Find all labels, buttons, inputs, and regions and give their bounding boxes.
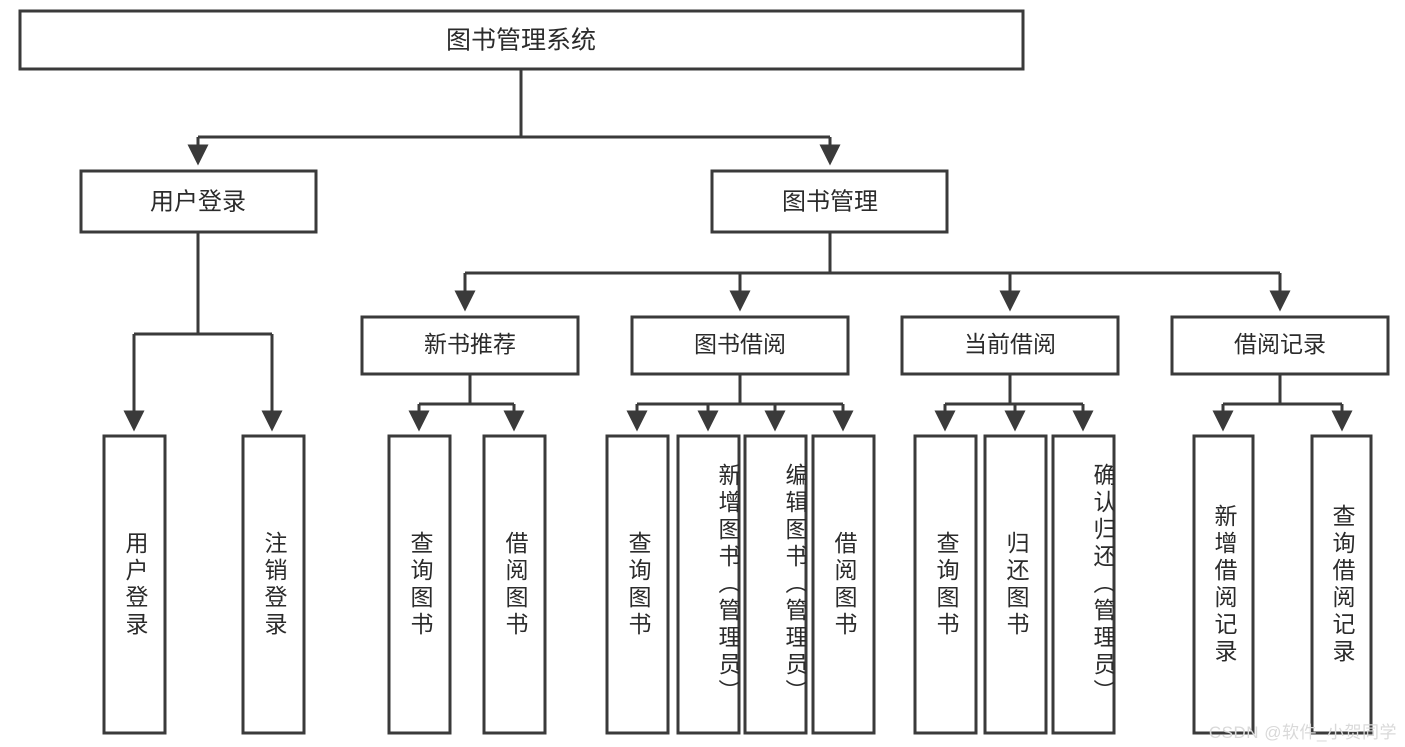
leaf-borrow-record-2-box[interactable] [1310,434,1373,735]
node-current-borrow-box[interactable] [900,315,1120,376]
leaf-user-login-2-label: 注销登录 [261,530,287,639]
leaf-current-borrow-2-label: 归还图书 [1003,530,1029,639]
node-borrow-record[interactable]: 借阅记录 [1170,315,1390,376]
node-new-book-recommend-label: 新书推荐 [424,331,516,357]
leaf-book-borrow-3[interactable]: 编辑图书（管理员） [743,434,808,735]
node-borrow-record-label: 借阅记录 [1234,331,1326,357]
node-book-borrow-label: 图书借阅 [694,331,786,357]
node-book-management[interactable]: 图书管理 [710,169,949,234]
leaf-current-borrow-3-label: 确认归还（管理员） [1090,463,1114,706]
leaf-borrow-record-1-box[interactable] [1192,434,1255,735]
leaf-book-borrow-1[interactable]: 查询图书 [605,434,670,735]
leaf-book-borrow-4-box[interactable] [811,434,876,735]
node-current-borrow[interactable]: 当前借阅 [900,315,1120,376]
leaf-borrow-record-1[interactable]: 新增借阅记录 [1192,434,1255,735]
node-borrow-record-box[interactable] [1170,315,1390,376]
leaf-new-book-1-box[interactable] [387,434,452,735]
leaf-book-borrow-1-box[interactable] [605,434,670,735]
node-book-management-box[interactable] [710,169,949,234]
leaf-book-borrow-3-box[interactable] [743,434,808,735]
node-current-borrow-label: 当前借阅 [964,331,1056,357]
leaf-book-borrow-3-label: 编辑图书（管理员） [782,463,806,706]
node-book-borrow[interactable]: 图书借阅 [630,315,850,376]
leaf-new-book-2[interactable]: 借阅图书 [482,434,547,735]
node-root-box[interactable] [18,9,1025,71]
leaf-new-book-1-label: 查询图书 [407,530,433,639]
connector-layer [123,69,1353,432]
leaf-user-login-1-box[interactable] [102,434,167,735]
csdn-watermark: CSDN @软件_小贺同学 [1208,723,1397,742]
leaf-borrow-record-1-label: 新增借阅记录 [1211,503,1237,666]
leaf-current-borrow-2[interactable]: 归还图书 [983,434,1048,735]
leaf-current-borrow-1[interactable]: 查询图书 [913,434,978,735]
node-new-book-recommend-box[interactable] [360,315,580,376]
leaf-current-borrow-3-box[interactable] [1051,434,1116,735]
node-root[interactable]: 图书管理系统 [18,9,1025,71]
leaf-book-borrow-2-box[interactable] [676,434,741,735]
leaf-borrow-record-2-label: 查询借阅记录 [1329,503,1355,666]
node-book-borrow-box[interactable] [630,315,850,376]
leaf-book-borrow-4-label: 借阅图书 [831,530,857,639]
node-new-book-recommend[interactable]: 新书推荐 [360,315,580,376]
leaf-book-borrow-1-label: 查询图书 [625,530,651,639]
leaf-borrow-record-2[interactable]: 查询借阅记录 [1310,434,1373,735]
node-user-login-box[interactable] [79,169,318,234]
leaf-current-borrow-2-box[interactable] [983,434,1048,735]
leaf-user-login-2[interactable]: 注销登录 [241,434,306,735]
node-book-management-label: 图书管理 [782,188,878,215]
node-user-login[interactable]: 用户登录 [79,169,318,234]
leaf-current-borrow-3[interactable]: 确认归还（管理员） [1051,434,1116,735]
leaf-user-login-1-label: 用户登录 [122,530,148,639]
leaf-current-borrow-1-box[interactable] [913,434,978,735]
leaf-current-borrow-1-label: 查询图书 [933,530,959,639]
leaf-new-book-2-box[interactable] [482,434,547,735]
node-root-label: 图书管理系统 [446,27,596,55]
leaf-new-book-1[interactable]: 查询图书 [387,434,452,735]
leaf-user-login-1[interactable]: 用户登录 [102,434,167,735]
leaf-new-book-2-label: 借阅图书 [502,530,528,639]
leaf-book-borrow-4[interactable]: 借阅图书 [811,434,876,735]
node-user-login-label: 用户登录 [150,188,246,215]
leaf-user-login-2-box[interactable] [241,434,306,735]
leaf-book-borrow-2-label: 新增图书（管理员） [715,463,739,706]
leaf-book-borrow-2[interactable]: 新增图书（管理员） [676,434,741,735]
